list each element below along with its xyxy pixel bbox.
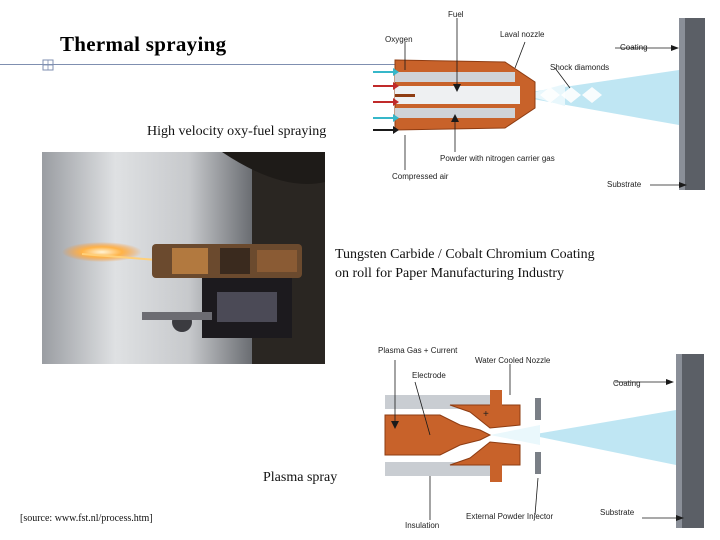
slide-title: Thermal spraying	[60, 32, 227, 56]
plasma-torch	[384, 390, 541, 482]
label-hvof-coating: Coating	[620, 43, 648, 52]
spray-gun-photo	[142, 244, 302, 338]
hvof-substrate	[685, 18, 705, 190]
hvof-gun	[394, 59, 536, 131]
label-laval-nozzle: Laval nozzle	[500, 30, 545, 39]
label-fuel: Fuel	[448, 10, 464, 19]
caption-coating-line1: Tungsten Carbide / Cobalt Chromium Coati…	[335, 247, 595, 262]
caption-coating-line2: on roll for Paper Manufacturing Industry	[335, 266, 564, 281]
caption-hvof: High velocity oxy-fuel spraying	[147, 124, 327, 139]
label-oxygen: Oxygen	[385, 35, 413, 44]
label-plasma-substrate: Substrate	[600, 508, 635, 517]
label-external-powder-injector: External Powder Injector	[466, 512, 554, 521]
hvof-input-arrows	[373, 68, 399, 134]
label-water-cooled-nozzle: Water Cooled Nozzle	[475, 356, 551, 365]
bullet-icon	[42, 59, 54, 71]
caption-plasma: Plasma spray	[263, 470, 338, 485]
label-plasma-gas: Plasma Gas + Current	[378, 346, 458, 355]
source-citation: [source: www.fst.nl/process.htm]	[20, 513, 153, 524]
label-compressed-air: Compressed air	[392, 172, 449, 181]
spray-roll-photo	[42, 152, 325, 364]
hvof-diagram	[373, 18, 705, 190]
label-plus: +	[483, 409, 489, 420]
plasma-plume	[530, 410, 676, 465]
label-hvof-substrate: Substrate	[607, 180, 642, 189]
label-electrode: Electrode	[412, 371, 446, 380]
shock-diamonds	[540, 87, 602, 103]
label-plasma-coating: Coating	[613, 379, 641, 388]
plasma-substrate	[682, 354, 704, 528]
label-insulation: Insulation	[405, 521, 440, 530]
label-powder: Powder with nitrogen carrier gas	[440, 154, 555, 163]
label-shock-diamonds: Shock diamonds	[550, 63, 610, 72]
plasma-diagram	[384, 354, 704, 528]
title-underline	[0, 64, 470, 65]
